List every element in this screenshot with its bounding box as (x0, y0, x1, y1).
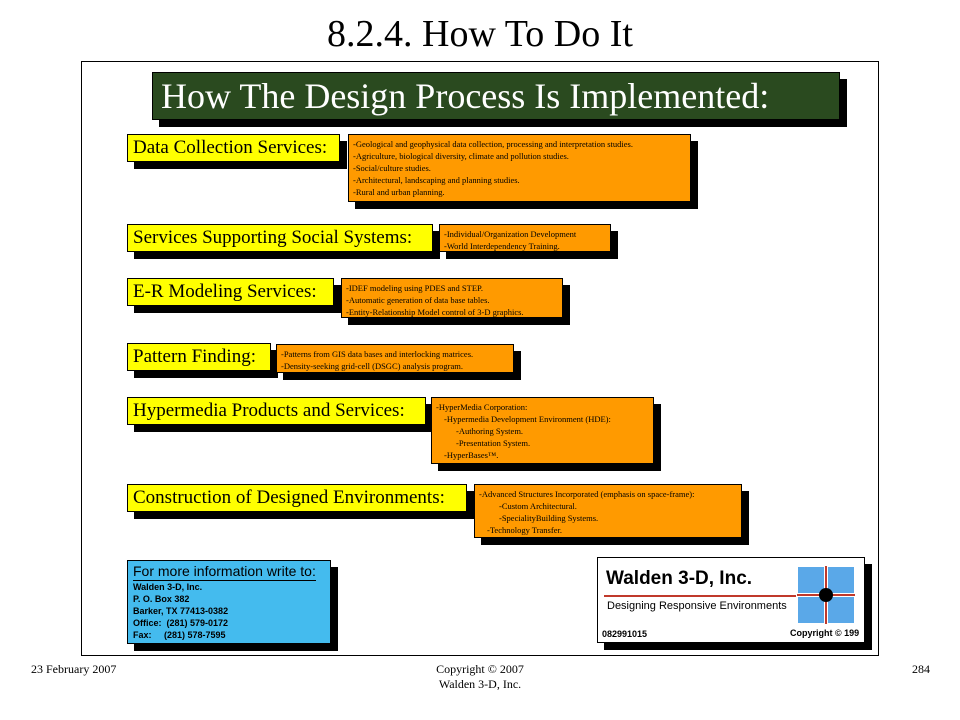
footer-copyright: Copyright © 2007 Walden 3-D, Inc. (380, 662, 580, 692)
detail-line: -Advanced Structures Incorporated (empha… (479, 489, 695, 499)
detail-line: -Agriculture, biological diversity, clim… (353, 151, 569, 161)
logo-divider (604, 595, 796, 597)
contact-office: Office: (281) 579-0172 (133, 618, 229, 628)
detail-line: -Authoring System. (456, 426, 524, 436)
detail-line: -Architectural, landscaping and planning… (353, 175, 520, 185)
contact-po-box: P. O. Box 382 (133, 594, 190, 604)
contact-city: Barker, TX 77413-0382 (133, 606, 229, 616)
label-hypermedia: Hypermedia Products and Services: (127, 397, 426, 425)
detail-line: -Individual/Organization Development (444, 229, 577, 239)
label-data-collection: Data Collection Services: (127, 134, 340, 162)
detail-pattern-finding: -Patterns from GIS data bases and interl… (276, 344, 514, 373)
detail-er-modeling: -IDEF modeling using PDES and STEP. -Aut… (341, 278, 563, 318)
detail-line: -Rural and urban planning. (353, 187, 445, 197)
detail-line: -Hypermedia Development Environment (HDE… (444, 414, 611, 424)
label-social-systems: Services Supporting Social Systems: (127, 224, 433, 252)
page-number: 284 (912, 662, 930, 676)
detail-construction: -Advanced Structures Incorporated (empha… (474, 484, 742, 538)
slide-frame (81, 61, 879, 656)
logo-code: 082991015 (602, 629, 648, 639)
detail-line: -Custom Architectural. (499, 501, 577, 511)
logo-company-name: Walden 3-D, Inc. (606, 568, 753, 589)
contact-fax: Fax: (281) 578-7595 (133, 630, 226, 640)
footer-copyright-line: Copyright © 2007 (436, 662, 524, 676)
detail-line: -Density-seeking grid-cell (DSGC) analys… (281, 361, 463, 371)
detail-line: -Automatic generation of data base table… (346, 295, 490, 305)
detail-line: -Geological and geophysical data collect… (353, 139, 633, 149)
detail-line: -IDEF modeling using PDES and STEP. (346, 283, 483, 293)
company-logo-box: Walden 3-D, Inc. Designing Responsive En… (597, 557, 865, 643)
footer-copyright-line: Walden 3-D, Inc. (438, 677, 522, 691)
footer-date: 23 February 2007 (31, 662, 117, 676)
detail-line: -Social/culture studies. (353, 163, 431, 173)
label-pattern-finding: Pattern Finding: (127, 343, 271, 371)
contact-box: For more information write to: Walden 3-… (127, 560, 331, 644)
detail-line: -HyperMedia Corporation: (436, 402, 528, 412)
label-construction: Construction of Designed Environments: (127, 484, 467, 512)
detail-line: -HyperBases™. (444, 450, 499, 460)
detail-social-systems: -Individual/Organization Development -Wo… (439, 224, 611, 252)
contact-company: Walden 3-D, Inc. (133, 582, 203, 592)
logo-tagline: Designing Responsive Environments (607, 600, 787, 612)
detail-hypermedia: -HyperMedia Corporation: -Hypermedia Dev… (431, 397, 654, 464)
detail-data-collection: -Geological and geophysical data collect… (348, 134, 691, 202)
detail-line: -Technology Transfer. (487, 525, 562, 535)
detail-line: -Presentation System. (456, 438, 531, 448)
contact-heading: For more information write to: (133, 563, 316, 581)
grid-logo-icon (797, 566, 855, 624)
detail-line: -World Interdependency Training. (444, 241, 560, 251)
logo-copyright: Copyright © 199 (790, 628, 860, 638)
slide-title: 8.2.4. How To Do It (327, 13, 633, 55)
label-er-modeling: E-R Modeling Services: (127, 278, 334, 306)
detail-line: -SpecialityBuilding Systems. (499, 513, 599, 523)
detail-line: -Entity-Relationship Model control of 3-… (346, 307, 524, 317)
detail-line: -Patterns from GIS data bases and interl… (281, 349, 474, 359)
section-banner: How The Design Process Is Implemented: (152, 72, 840, 120)
